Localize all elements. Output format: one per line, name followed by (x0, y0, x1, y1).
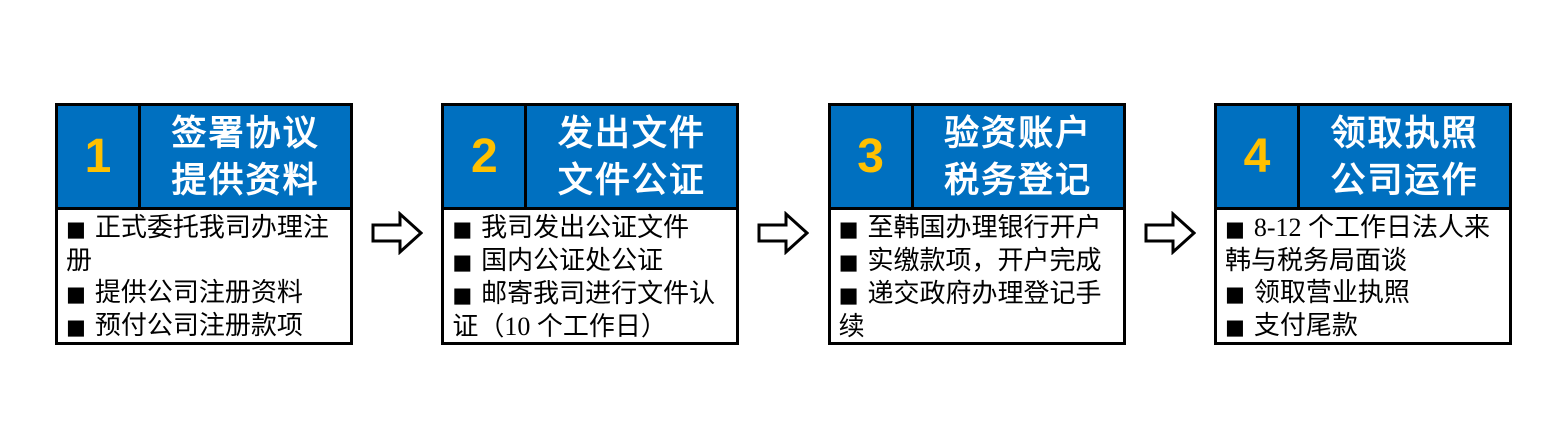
bullet-square-icon: ■ (838, 217, 859, 241)
bullet-text: 正式委托我司办理注册 (66, 213, 329, 275)
step-1-title-line1: 签署协议 (171, 113, 320, 153)
bullet-text: 预付公司注册款项 (94, 311, 303, 340)
step-4-title: 领取执照 公司运作 (1300, 106, 1509, 207)
bullet-text: 实缴款项，开户完成 (867, 246, 1102, 275)
step-card-3: 3 验资账户 税务登记 ■至韩国办理银行开户 ■实缴款项，开户完成 ■递交政府办… (827, 103, 1126, 345)
bullet-text: 提供公司注册资料 (94, 278, 303, 307)
step-card-1: 1 签署协议 提供资料 ■正式委托我司办理注册 ■提供公司注册资料 ■预付公司注… (55, 103, 353, 345)
bullet-item: ■8-12 个工作日法人来韩与税务局面谈 (1225, 212, 1501, 277)
step-1-title-line2: 提供资料 (171, 160, 320, 200)
step-2-header: 2 发出文件 文件公证 (444, 106, 737, 210)
flow-arrow-3 (1126, 211, 1214, 255)
step-3-title: 验资账户 税务登记 (914, 106, 1123, 207)
step-2-title-line1: 发出文件 (557, 113, 706, 153)
step-card-4: 4 领取执照 公司运作 ■8-12 个工作日法人来韩与税务局面谈 ■领取营业执照… (1213, 103, 1512, 345)
step-4-header: 4 领取执照 公司运作 (1216, 106, 1509, 210)
step-1-header: 1 签署协议 提供资料 (58, 106, 350, 210)
step-3-title-line1: 验资账户 (944, 113, 1093, 153)
bullet-square-icon: ■ (838, 250, 859, 274)
bullet-item: ■ 领取营业执照 (1225, 277, 1501, 310)
step-2-body: ■我司发出公证文件 ■国内公证处公证 ■邮寄我司进行文件认证（10 个工作日） (444, 210, 736, 342)
bullet-square-icon: ■ (66, 315, 86, 339)
bullet-item: ■ 实缴款项，开户完成 (839, 245, 1115, 278)
process-flow-diagram: 1 签署协议 提供资料 ■正式委托我司办理注册 ■提供公司注册资料 ■预付公司注… (55, 103, 1512, 345)
bullet-square-icon: ■ (1224, 282, 1245, 306)
step-3-title-line2: 税务登记 (944, 160, 1093, 200)
bullet-text: 递交政府办理登记手续 (838, 279, 1102, 341)
bullet-text: 我司发出公证文件 (481, 213, 690, 242)
bullet-item: ■ 支付尾款 (1225, 310, 1501, 343)
bullet-item: ■ 国内公证处公证 (452, 245, 728, 278)
bullet-square-icon: ■ (1224, 217, 1245, 241)
bullet-square-icon: ■ (452, 283, 473, 307)
bullet-item: ■递交政府办理登记手续 (839, 278, 1115, 343)
bullet-text: 至韩国办理银行开户 (867, 213, 1102, 242)
flow-arrow-1 (353, 211, 441, 255)
step-2-title-line2: 文件公证 (557, 160, 706, 200)
step-1-body: ■正式委托我司办理注册 ■提供公司注册资料 ■预付公司注册款项 (58, 210, 350, 342)
right-arrow-icon (1144, 211, 1196, 255)
step-3-header: 3 验资账户 税务登记 (830, 106, 1123, 210)
right-arrow-icon (371, 211, 424, 255)
flow-arrow-2 (739, 211, 827, 255)
step-2-number: 2 (444, 106, 528, 207)
step-4-number: 4 (1217, 106, 1300, 207)
bullet-text: 8-12 个工作日法人来韩与税务局面谈 (1224, 213, 1490, 275)
bullet-item: ■ 预付公司注册款项 (66, 310, 342, 343)
step-4-title-line1: 领取执照 (1330, 113, 1479, 153)
step-3-body: ■至韩国办理银行开户 ■实缴款项，开户完成 ■递交政府办理登记手续 (831, 210, 1123, 342)
step-3-number: 3 (831, 106, 914, 207)
bullet-text: 邮寄我司进行文件认证（10 个工作日） (452, 279, 716, 341)
bullet-square-icon: ■ (838, 283, 859, 307)
bullet-text: 支付尾款 (1253, 311, 1358, 340)
bullet-item: ■正式委托我司办理注册 (66, 212, 342, 277)
bullet-square-icon: ■ (452, 217, 473, 241)
right-arrow-icon (757, 211, 810, 255)
bullet-text: 国内公证处公证 (481, 246, 664, 275)
bullet-square-icon: ■ (1224, 315, 1245, 339)
step-2-title: 发出文件 文件公证 (527, 106, 736, 207)
step-card-2: 2 发出文件 文件公证 ■我司发出公证文件 ■国内公证处公证 ■邮寄我司进行文件… (441, 103, 740, 345)
bullet-square-icon: ■ (66, 282, 86, 306)
step-1-number: 1 (58, 106, 141, 207)
bullet-item: ■ 我司发出公证文件 (452, 212, 728, 245)
bullet-item: ■ 提供公司注册资料 (66, 277, 342, 310)
step-4-title-line2: 公司运作 (1330, 160, 1479, 200)
bullet-square-icon: ■ (452, 250, 473, 274)
step-4-body: ■8-12 个工作日法人来韩与税务局面谈 ■领取营业执照 ■支付尾款 (1217, 210, 1509, 342)
bullet-square-icon: ■ (66, 217, 86, 241)
bullet-item: ■ 至韩国办理银行开户 (839, 212, 1115, 245)
bullet-text: 领取营业执照 (1253, 278, 1410, 307)
step-1-title: 签署协议 提供资料 (141, 106, 350, 207)
bullet-item: ■邮寄我司进行文件认证（10 个工作日） (452, 278, 728, 343)
